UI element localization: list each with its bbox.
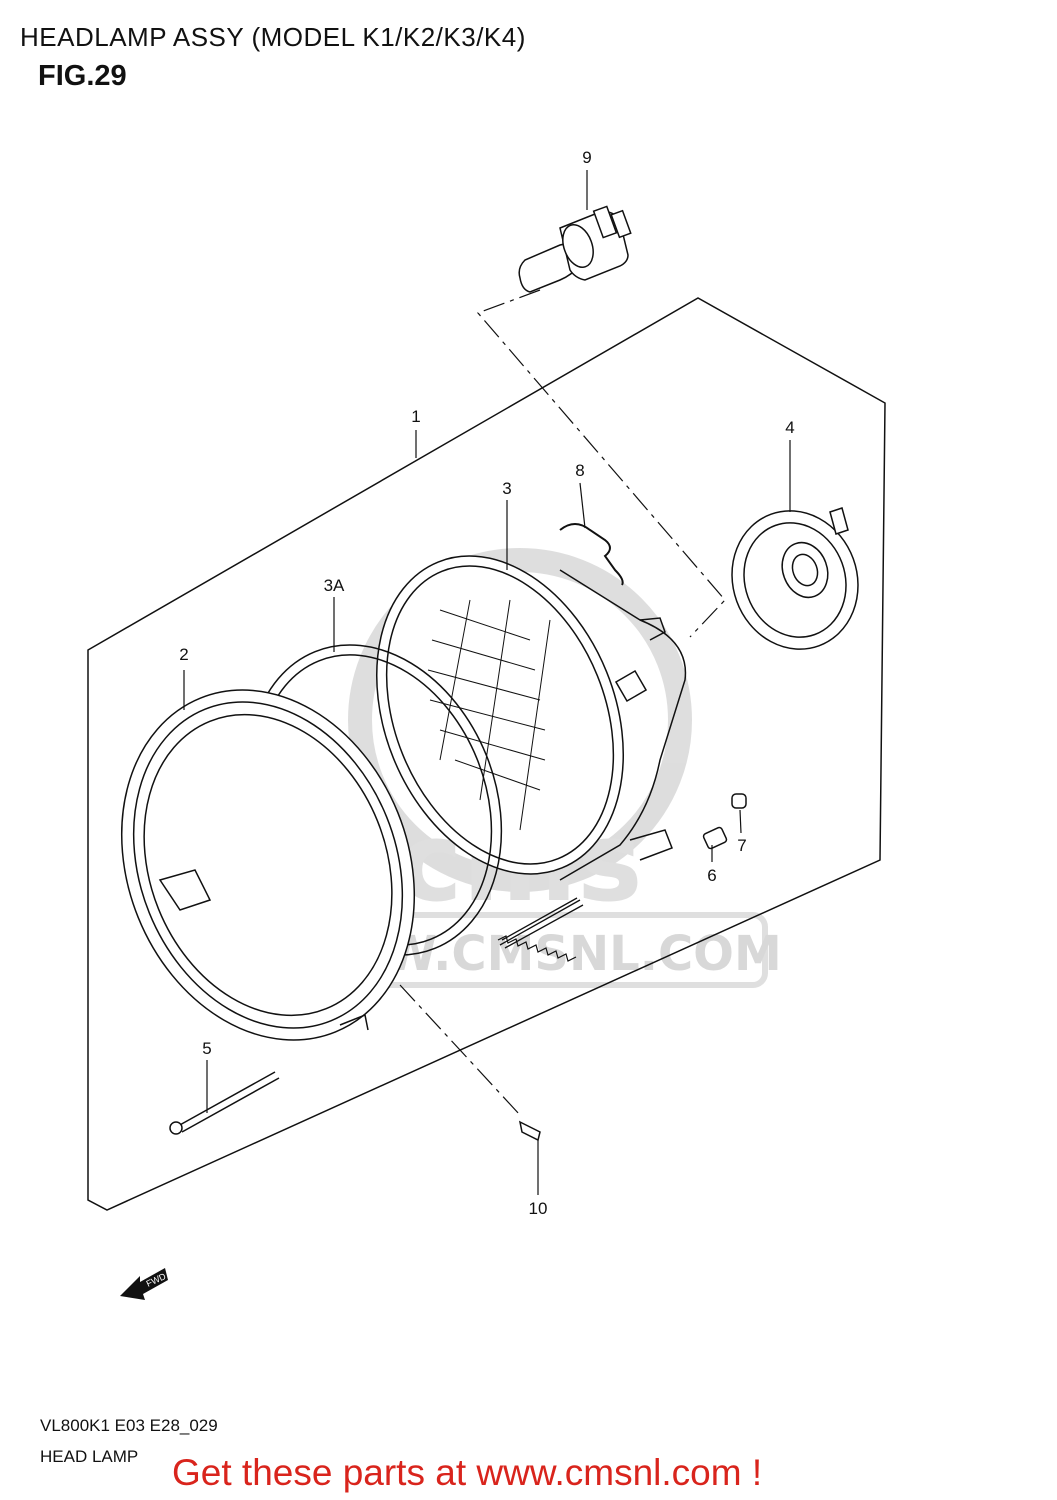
watermark-ring <box>348 548 692 892</box>
callout-3a: 3A <box>324 576 345 595</box>
callout-4: 4 <box>785 418 794 437</box>
socket-part-4 <box>731 507 859 650</box>
figure-number: FIG.29 <box>38 60 127 92</box>
callout-7: 7 <box>737 836 746 855</box>
callout-5: 5 <box>202 1039 211 1058</box>
forward-arrow-icon: FWD <box>120 1268 168 1300</box>
leader-7 <box>739 809 742 834</box>
callout-8: 8 <box>575 461 584 480</box>
bulb-part-9 <box>518 205 632 293</box>
cap-part-7 <box>731 793 747 809</box>
screw-part-10 <box>518 1120 541 1142</box>
promo-link[interactable]: Get these parts at www.cmsnl.com ! <box>172 1452 763 1493</box>
callout-9: 9 <box>582 148 591 167</box>
rim-part-2 <box>120 689 416 1041</box>
clip-part-8 <box>559 523 624 586</box>
callout-3: 3 <box>502 479 511 498</box>
callout-10: 10 <box>529 1199 548 1218</box>
screw-part-5 <box>169 1071 280 1135</box>
callout-6: 6 <box>707 866 716 885</box>
callout-2: 2 <box>179 645 188 664</box>
diagram-title: HEADLAMP ASSY (MODEL K1/K2/K3/K4) <box>20 22 526 52</box>
assembly-outline <box>87 297 886 1211</box>
lamp-unit-part-3 <box>376 555 687 881</box>
nut-part-6 <box>702 826 728 850</box>
spring-coils <box>497 935 577 962</box>
adjuster-spring <box>499 897 584 949</box>
leader-8 <box>579 482 586 529</box>
diagram-code: VL800K1 E03 E28_029 <box>40 1416 218 1435</box>
assembly-axis-lines <box>399 289 726 1116</box>
diagram-name: HEAD LAMP <box>40 1447 139 1466</box>
callout-1: 1 <box>411 407 420 426</box>
